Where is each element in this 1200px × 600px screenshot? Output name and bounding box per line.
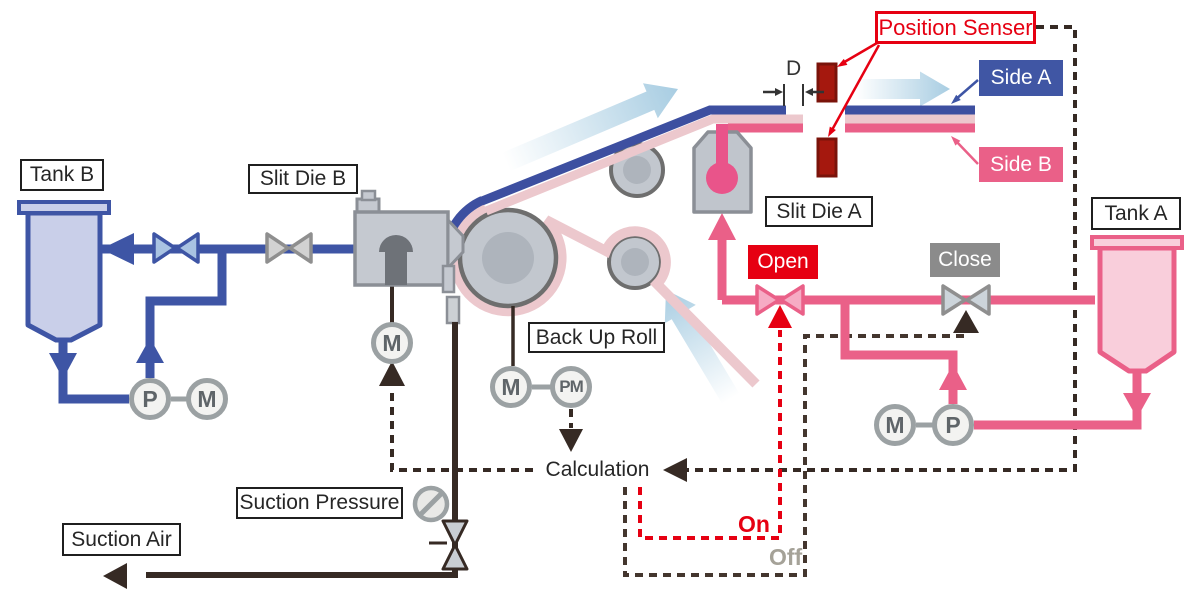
- die-b-blade: [441, 264, 456, 294]
- slit-die-a-label: Slit Die A: [765, 196, 873, 227]
- position-sensor-lower: [816, 137, 838, 178]
- die-a-manifold: [706, 162, 738, 194]
- motor-b-indicator: M: [186, 378, 228, 420]
- dimension-arrowhead-icon: [805, 88, 813, 96]
- tank-b-vessel: [25, 210, 103, 343]
- back-up-roll-core: [482, 232, 534, 284]
- die-b-lip: [446, 216, 465, 272]
- sensor-to-calculation-line: [687, 25, 1077, 472]
- die-b-channel-dome: [379, 235, 413, 252]
- motor-a-indicator: M: [874, 404, 916, 446]
- valve-close: [941, 284, 991, 316]
- roll-pm-indicator: PM: [550, 366, 592, 408]
- slit-die-a: [692, 124, 753, 214]
- suction-air-label: Suction Air: [62, 523, 181, 556]
- tank-a-label: Tank A: [1091, 197, 1181, 230]
- arrow-up-close-valve-icon: [953, 310, 979, 333]
- suction-system: [103, 322, 469, 589]
- web-direction-arrow-icon: [856, 71, 950, 107]
- vacuum-box: [445, 295, 461, 325]
- film-web-path: [449, 204, 760, 388]
- off-signal-line: [623, 333, 968, 577]
- tank-b-label: Tank B: [20, 159, 104, 191]
- valve-gray-feed-b: [265, 232, 313, 264]
- suction-line: [146, 322, 458, 578]
- calculation-to-motor-line: [390, 390, 533, 472]
- flow-arrow-icon: [103, 563, 127, 589]
- control-lines: [379, 25, 1077, 577]
- pipe-blue: [58, 333, 129, 404]
- tank-b-circuit: [17, 200, 355, 404]
- die-b-motor-indicator: M: [371, 322, 413, 364]
- web: [441, 105, 975, 388]
- valve-blue-recirculation: [152, 232, 200, 264]
- guide-roller-core: [621, 248, 649, 276]
- side-a-label: Side A: [979, 60, 1063, 96]
- suction-valve: [429, 519, 469, 571]
- suction-pressure-label: Suction Pressure: [236, 487, 403, 519]
- web-direction-arrows: [502, 71, 950, 405]
- sensor-leader-line: [840, 41, 878, 66]
- position-senser-label: Position Senser: [875, 11, 1036, 44]
- side-a-leader-line: [954, 79, 979, 101]
- leader-arrowhead-icon: [828, 126, 836, 137]
- close-valve-label: Close: [930, 243, 1000, 277]
- on-signal-line: [638, 330, 782, 540]
- arrow-up-motor-icon: [379, 361, 405, 386]
- leader-arrowhead-icon: [837, 58, 848, 67]
- die-b-cap-top: [360, 189, 377, 202]
- arrow-down-calculation-icon: [559, 429, 583, 452]
- position-sensor-upper: [816, 62, 838, 103]
- off-state-label: Off: [769, 544, 803, 570]
- pump-a-indicator: P: [932, 404, 974, 446]
- open-valve-label: Open: [748, 245, 818, 279]
- web-film-stripe: [484, 114, 803, 216]
- sensor-leader-line: [830, 44, 881, 131]
- arrow-into-calculation-icon: [663, 458, 687, 482]
- side-b-label: Side B: [979, 147, 1063, 182]
- side-b-leader-line: [954, 139, 979, 165]
- flow-arrow-icon: [136, 338, 164, 363]
- dimension-arrowhead-icon: [775, 88, 783, 96]
- pipe-pink: [840, 300, 958, 404]
- position-sensors: [763, 41, 979, 178]
- leader-arrowhead-icon: [951, 136, 961, 146]
- web-direction-arrow-icon: [502, 83, 678, 172]
- pipe-pink: [974, 371, 1142, 430]
- pressure-gauge-icon: [412, 485, 450, 523]
- flow-arrow-icon: [1123, 393, 1151, 418]
- flow-arrow-icon: [708, 213, 736, 240]
- back-up-roll-label: Back Up Roll: [528, 322, 665, 353]
- slit-die-b-label: Slit Die B: [248, 164, 358, 194]
- flow-arrow-icon: [101, 233, 134, 265]
- tank-a-circuit: [708, 213, 1184, 430]
- pump-b-indicator: P: [129, 378, 171, 420]
- flow-arrow-icon: [939, 364, 967, 390]
- drive-links: [171, 306, 933, 428]
- roll-motor-indicator: M: [490, 366, 532, 408]
- slit-die-b: [353, 189, 465, 325]
- guide-roller-core: [623, 156, 651, 184]
- rollers: [607, 142, 665, 290]
- web-side-a-stripe: [480, 105, 786, 206]
- valve-open: [755, 284, 805, 316]
- leader-arrowhead-icon: [951, 94, 961, 104]
- calculation-label: Calculation: [533, 454, 662, 486]
- tank-a-lid: [1090, 235, 1184, 250]
- web-direction-arrow-icon: [664, 290, 740, 405]
- on-state-label: On: [738, 511, 770, 537]
- die-b-channel-bar: [385, 252, 407, 285]
- tank-a-vessel: [1097, 245, 1177, 374]
- arrow-up-open-valve-icon: [768, 305, 792, 328]
- flow-arrow-icon: [49, 353, 77, 379]
- gap-dimension-label: D: [786, 57, 802, 80]
- tank-b-lid: [17, 200, 111, 215]
